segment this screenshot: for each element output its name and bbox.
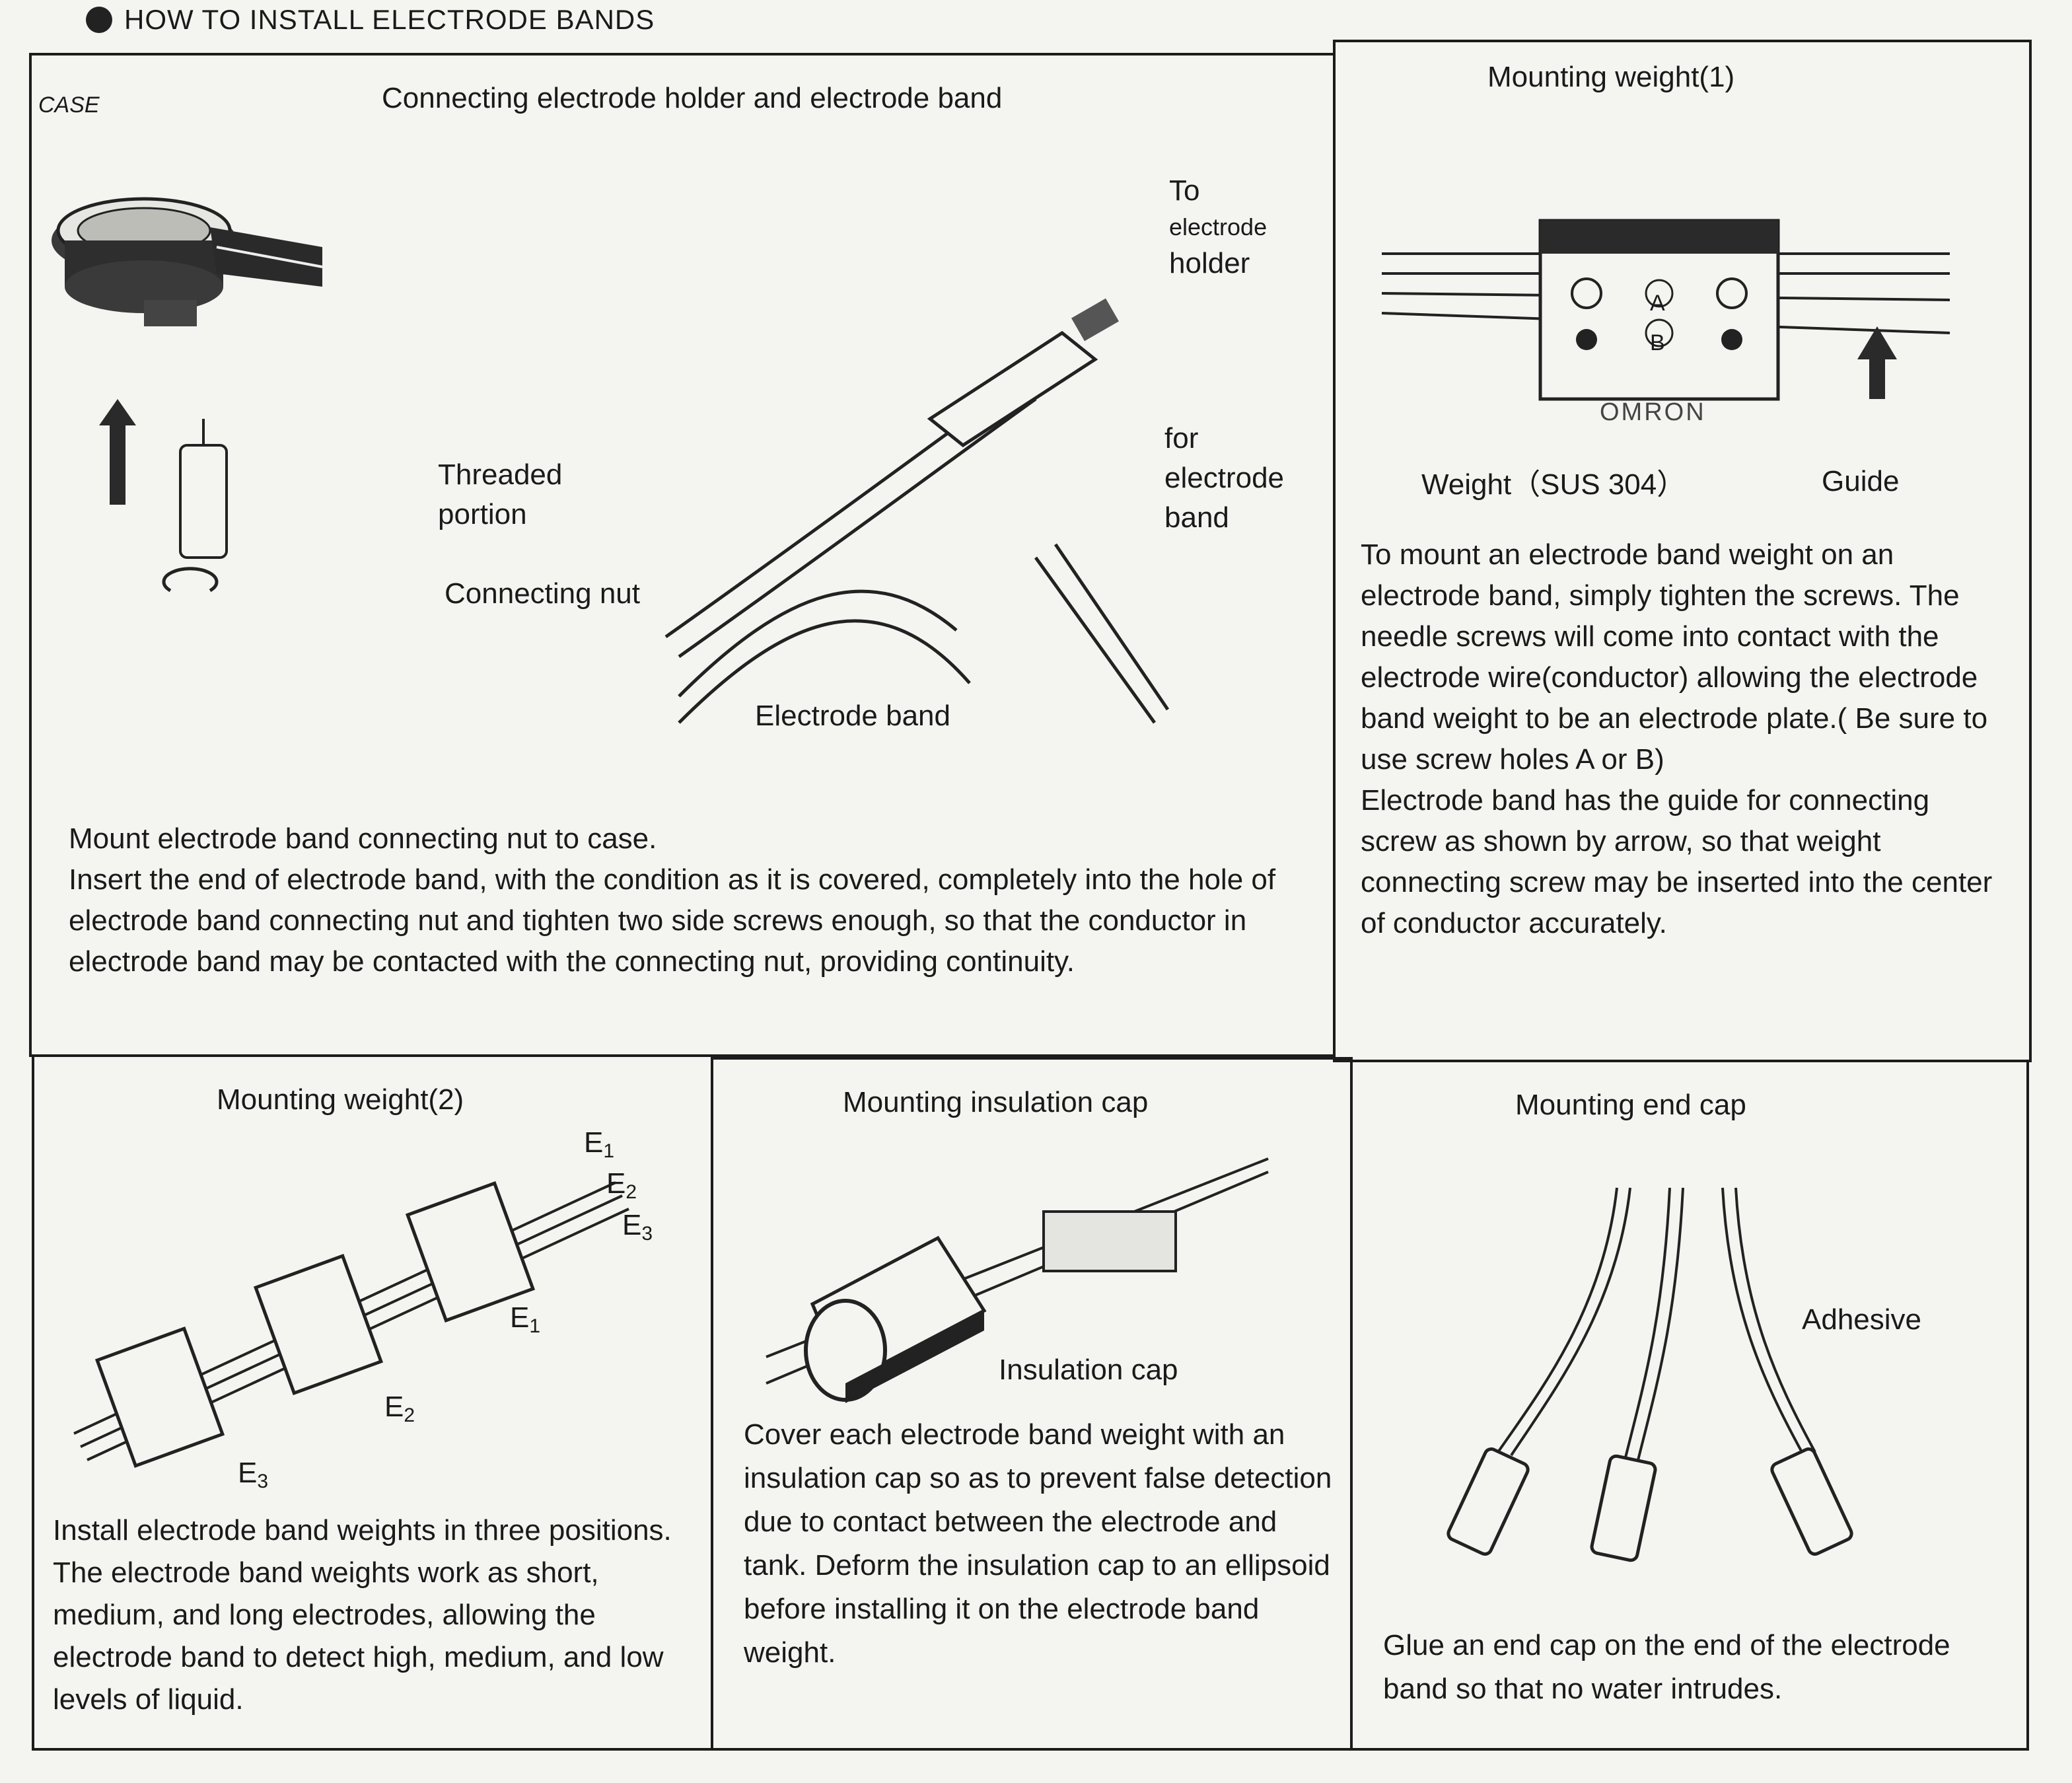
- page-header: HOW TO INSTALL ELECTRODE BANDS: [86, 3, 655, 37]
- adhesive-label: Adhesive: [1802, 1300, 1921, 1340]
- panel-title: Mounting insulation cap: [843, 1086, 1148, 1119]
- paragraph-line: To mount an electrode band weight on an …: [1361, 534, 1995, 780]
- e1-weight-label: E1: [510, 1298, 540, 1346]
- case-label: CASE: [38, 85, 100, 125]
- weight-illustration: [1382, 174, 1976, 425]
- panel-mounting-end-cap: Mounting end cap Adhesive Glue an end ca…: [1350, 1060, 2029, 1751]
- e2-weight-label: E2: [384, 1387, 415, 1436]
- weight-sus304-label: Weight（SUS 304）: [1421, 465, 1686, 505]
- end-cap-paragraph: Glue an end cap on the end of the electr…: [1383, 1624, 2017, 1711]
- omron-brand-label: OMRON: [1600, 392, 1706, 432]
- weight2-paragraph: Install electrode band weights in three …: [53, 1510, 700, 1721]
- up-arrow-icon: [99, 399, 136, 505]
- panel-title: Mounting weight(1): [1487, 61, 1734, 94]
- insulation-paragraph: Cover each electrode band weight with an…: [744, 1413, 1338, 1675]
- to-holder-label-1: To: [1169, 171, 1199, 211]
- guide-arrow-icon: [1857, 326, 1897, 399]
- connecting-paragraph: Mount electrode band connecting nut to c…: [69, 819, 1310, 982]
- connecting-nut-illustration: [98, 399, 269, 610]
- panel-mounting-weight-2: Mounting weight(2) E1 E2 E3 E1 E2 E3 Ins…: [32, 1054, 713, 1751]
- paragraph-line: Insert the end of electrode band, with t…: [69, 859, 1310, 982]
- for-electrode-band-label: for electrode band: [1164, 419, 1323, 538]
- weight1-paragraph: To mount an electrode band weight on an …: [1361, 534, 1995, 944]
- bullet-icon: [86, 7, 112, 33]
- guide-label: Guide: [1822, 462, 1899, 501]
- e3-top-label: E3: [622, 1206, 653, 1254]
- electrode-band-label: Electrode band: [755, 696, 950, 736]
- panel-connecting-holder: Connecting electrode holder and electrod…: [29, 53, 1336, 1057]
- case-illustration: [45, 168, 336, 340]
- end-cap-illustration: [1445, 1188, 1894, 1558]
- three-weights-illustration: [74, 1156, 655, 1500]
- paragraph-line: Mount electrode band connecting nut to c…: [69, 819, 1310, 859]
- hole-a-label: A: [1650, 283, 1665, 323]
- panel-mounting-weight-1: Mounting weight(1) A B OMRON Weight（SUS …: [1333, 40, 2032, 1062]
- to-holder-label-3: holder: [1169, 244, 1250, 283]
- panel-title: Connecting electrode holder and electrod…: [382, 82, 1002, 115]
- e3-weight-label: E3: [238, 1453, 268, 1502]
- page-title: HOW TO INSTALL ELECTRODE BANDS: [124, 4, 655, 36]
- connecting-nut-label: Connecting nut: [445, 574, 643, 614]
- paragraph-line: Electrode band has the guide for connect…: [1361, 780, 1995, 944]
- panel-title: Mounting end cap: [1515, 1089, 1746, 1122]
- panel-mounting-insulation-cap: Mounting insulation cap Insulation cap C…: [711, 1057, 1353, 1751]
- threaded-portion-label: Threaded portion: [438, 455, 610, 534]
- to-holder-label-2: electrode: [1169, 207, 1267, 247]
- insulation-cap-label: Insulation cap: [999, 1350, 1178, 1390]
- hole-b-label: B: [1650, 323, 1665, 363]
- panel-title: Mounting weight(2): [217, 1083, 464, 1116]
